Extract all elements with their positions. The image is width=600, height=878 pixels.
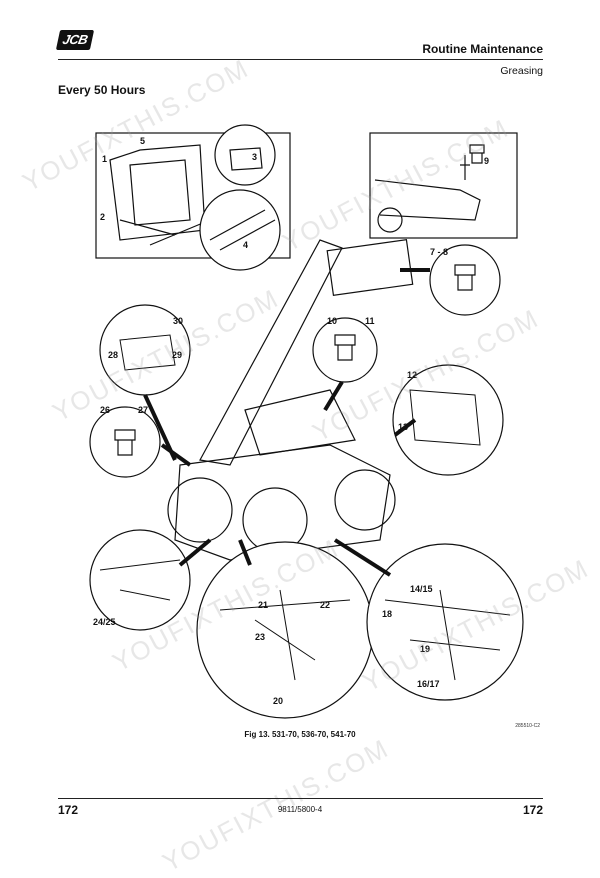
- callout-label: 13: [398, 422, 408, 432]
- footer-rule: [58, 798, 543, 799]
- callout-label: 30: [173, 316, 183, 326]
- callout-label: 23: [255, 632, 265, 642]
- page-heading: Every 50 Hours: [58, 83, 146, 97]
- document-code: 9811/5800-4: [277, 805, 323, 814]
- callout-label: 16/17: [417, 679, 440, 689]
- callout-label: 9: [484, 156, 489, 166]
- page-number-left: 172: [58, 803, 79, 817]
- callout-label: 11: [365, 316, 375, 326]
- callout-label: 10: [327, 316, 337, 326]
- callout-label: 14/15: [410, 584, 433, 594]
- callout-label: 5: [140, 136, 145, 146]
- figure-stamp: 285510-C2: [515, 723, 540, 729]
- callout-label: 20: [273, 696, 283, 706]
- page-number-right: 172: [522, 803, 543, 817]
- detail-box-hitch: [369, 132, 518, 239]
- callout-label: 26: [100, 405, 110, 415]
- callout-label: 12: [407, 370, 417, 380]
- callout-label: 3: [252, 152, 257, 162]
- callout-label: 7 - 8: [430, 247, 448, 257]
- header-rule: [58, 59, 543, 60]
- greasing-points-figure: 1 2 3 4 5 7 - 8 9 10 11 12 13 14/15 16/1…: [89, 124, 524, 719]
- figure-caption: Fig 13. 531-70, 536-70, 541-70: [244, 730, 356, 739]
- callout-label: 1: [102, 154, 107, 164]
- callout-label: 24/25: [93, 617, 116, 627]
- callout-label: 28: [108, 350, 118, 360]
- callout-label: 18: [382, 609, 392, 619]
- callout-label: 2: [100, 212, 105, 222]
- subsection-title: Greasing: [500, 65, 543, 77]
- jcb-logo: JCB: [55, 30, 95, 50]
- callout-label: 4: [243, 240, 248, 250]
- callout-label: 19: [420, 644, 430, 654]
- section-title: Routine Maintenance: [422, 42, 543, 56]
- callout-label: 22: [320, 600, 330, 610]
- callout-label: 21: [258, 600, 268, 610]
- callout-label: 27: [138, 405, 148, 415]
- detail-box-boom-pivot: [95, 132, 291, 259]
- callout-label: 29: [172, 350, 182, 360]
